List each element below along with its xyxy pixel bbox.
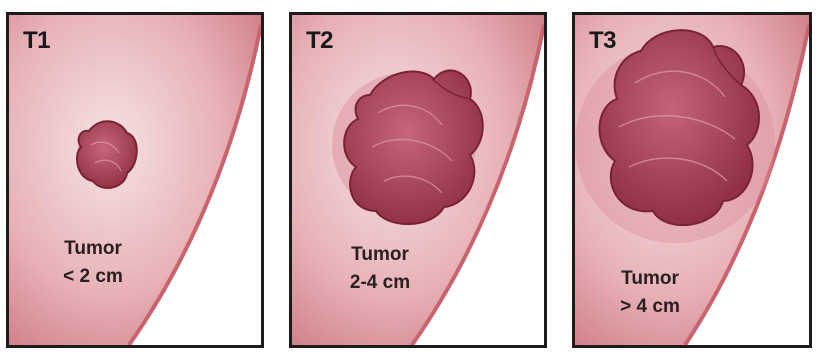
panel-t3: T3 Tumor > 4 cm: [572, 12, 812, 348]
panel-t1: T1 Tumor < 2 cm: [6, 12, 264, 348]
panel-t2: T2 Tumor 2-4 cm: [289, 12, 547, 348]
tumor-t2: [332, 70, 483, 224]
caption-t2-line2: 2-4 cm: [320, 269, 440, 297]
caption-t1-line1: Tumor: [33, 235, 153, 263]
caption-t1-line2: < 2 cm: [33, 263, 153, 291]
caption-t2-line1: Tumor: [320, 241, 440, 269]
caption-t3: Tumor > 4 cm: [591, 265, 709, 321]
stage-label-t3: T3: [589, 27, 616, 55]
caption-t1: Tumor < 2 cm: [33, 235, 153, 291]
caption-t2: Tumor 2-4 cm: [320, 241, 440, 297]
skin-illustration-t1: [9, 15, 261, 345]
stage-label-t1: T1: [23, 27, 50, 55]
caption-t3-line2: > 4 cm: [591, 293, 709, 321]
stage-label-t2: T2: [306, 27, 333, 55]
caption-t3-line1: Tumor: [591, 265, 709, 293]
